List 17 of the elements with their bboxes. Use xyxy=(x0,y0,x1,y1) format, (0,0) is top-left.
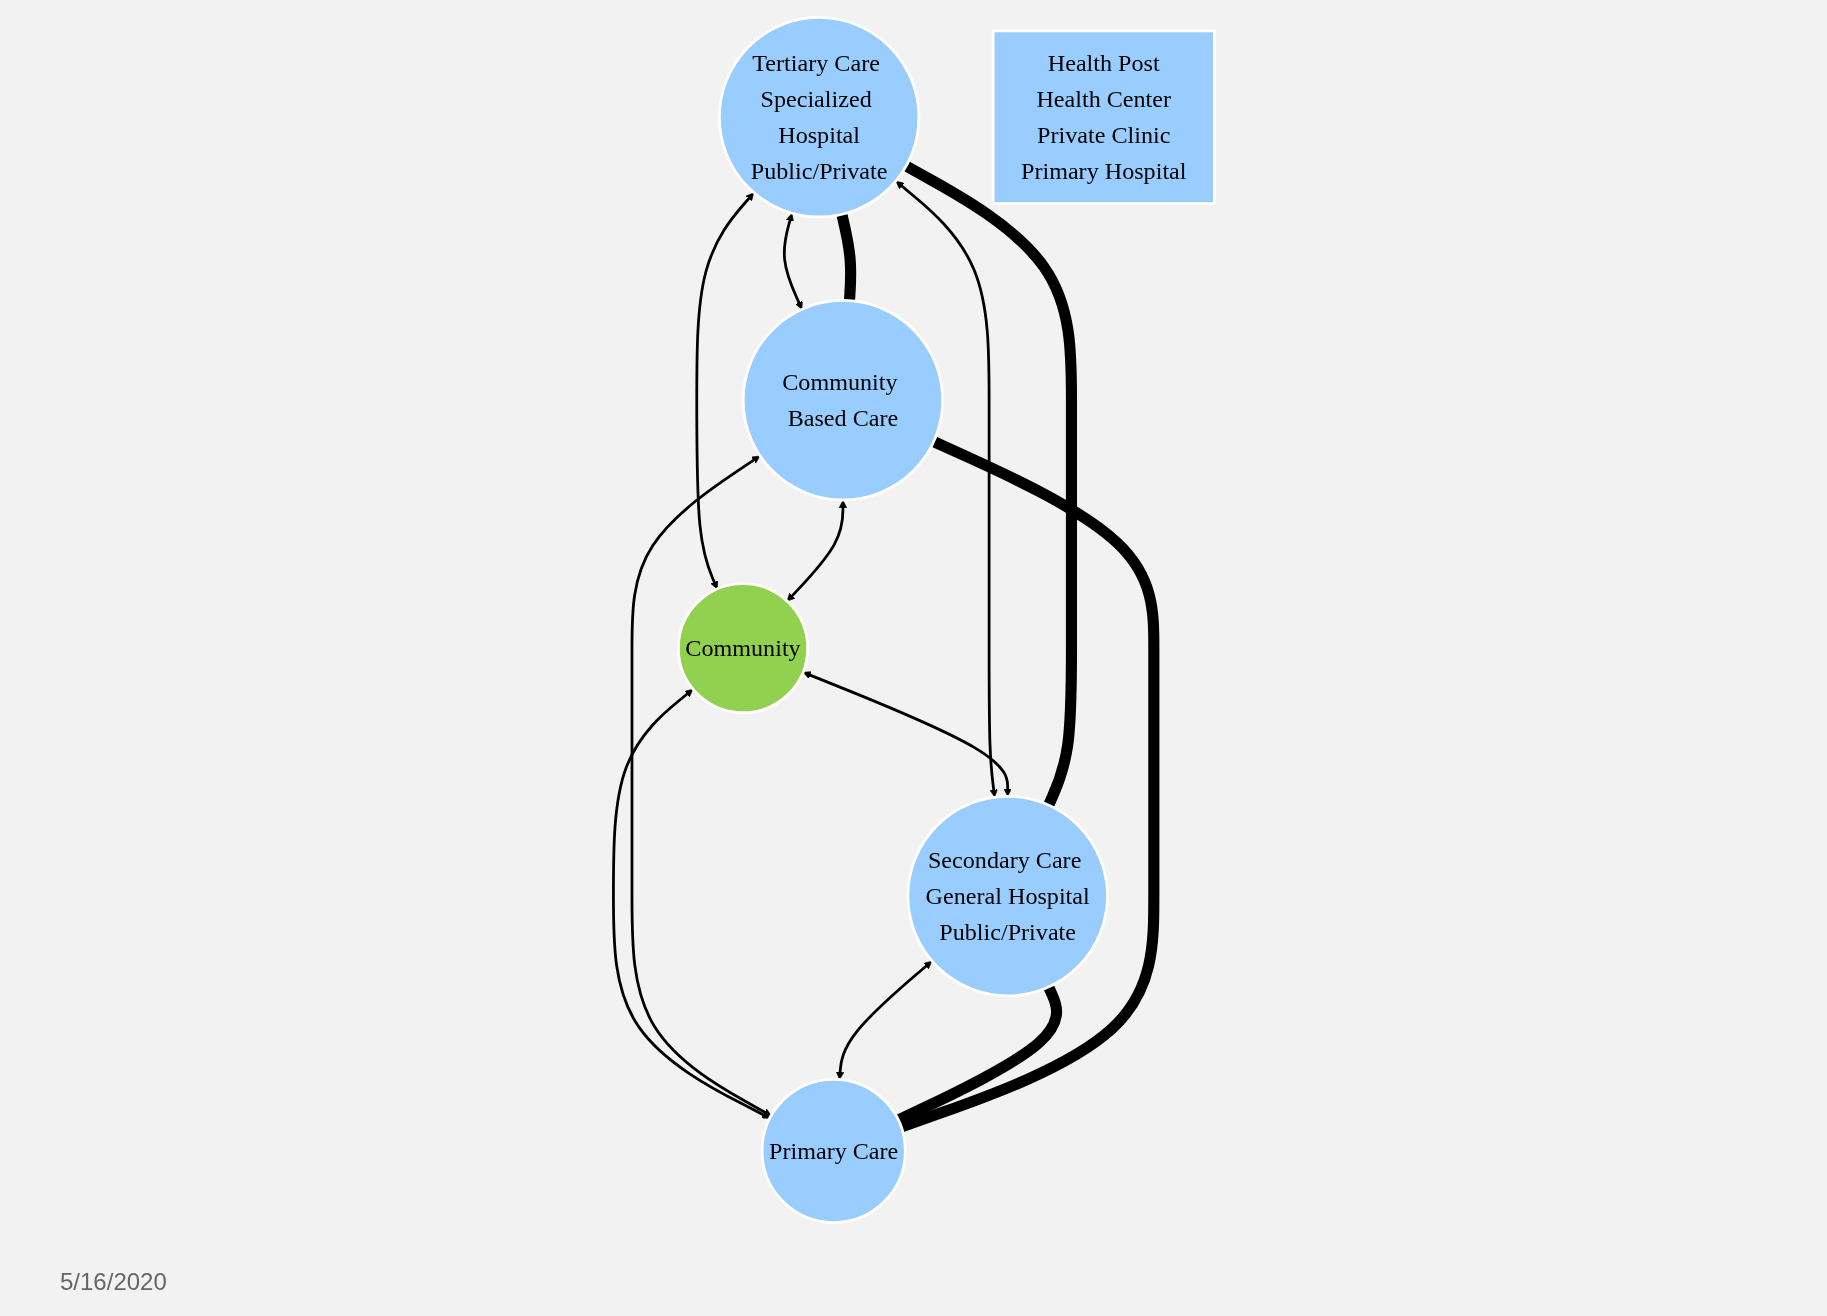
node-circle: Community Based Care xyxy=(741,299,944,502)
date-text: 5/16/2020 xyxy=(60,1268,167,1296)
arrow xyxy=(611,689,770,1119)
arrow xyxy=(835,960,932,1080)
arrow xyxy=(630,455,772,1117)
arrow xyxy=(895,180,998,798)
node-circle: Secondary Care General Hospital Public/Private xyxy=(906,794,1109,998)
arrow xyxy=(782,213,803,310)
arrow xyxy=(786,500,847,602)
node-box: Health Post Health Center Private Clinic Primary Hospital xyxy=(991,29,1216,205)
arrow xyxy=(802,671,1012,797)
node-circle: Tertiary Care Specialized Hospital Public/Private xyxy=(717,16,920,219)
node-circle: Primary Care xyxy=(760,1077,907,1224)
connector xyxy=(903,161,1077,808)
connector xyxy=(836,213,856,302)
arrow xyxy=(695,192,754,590)
node-circle: Community xyxy=(676,582,809,715)
